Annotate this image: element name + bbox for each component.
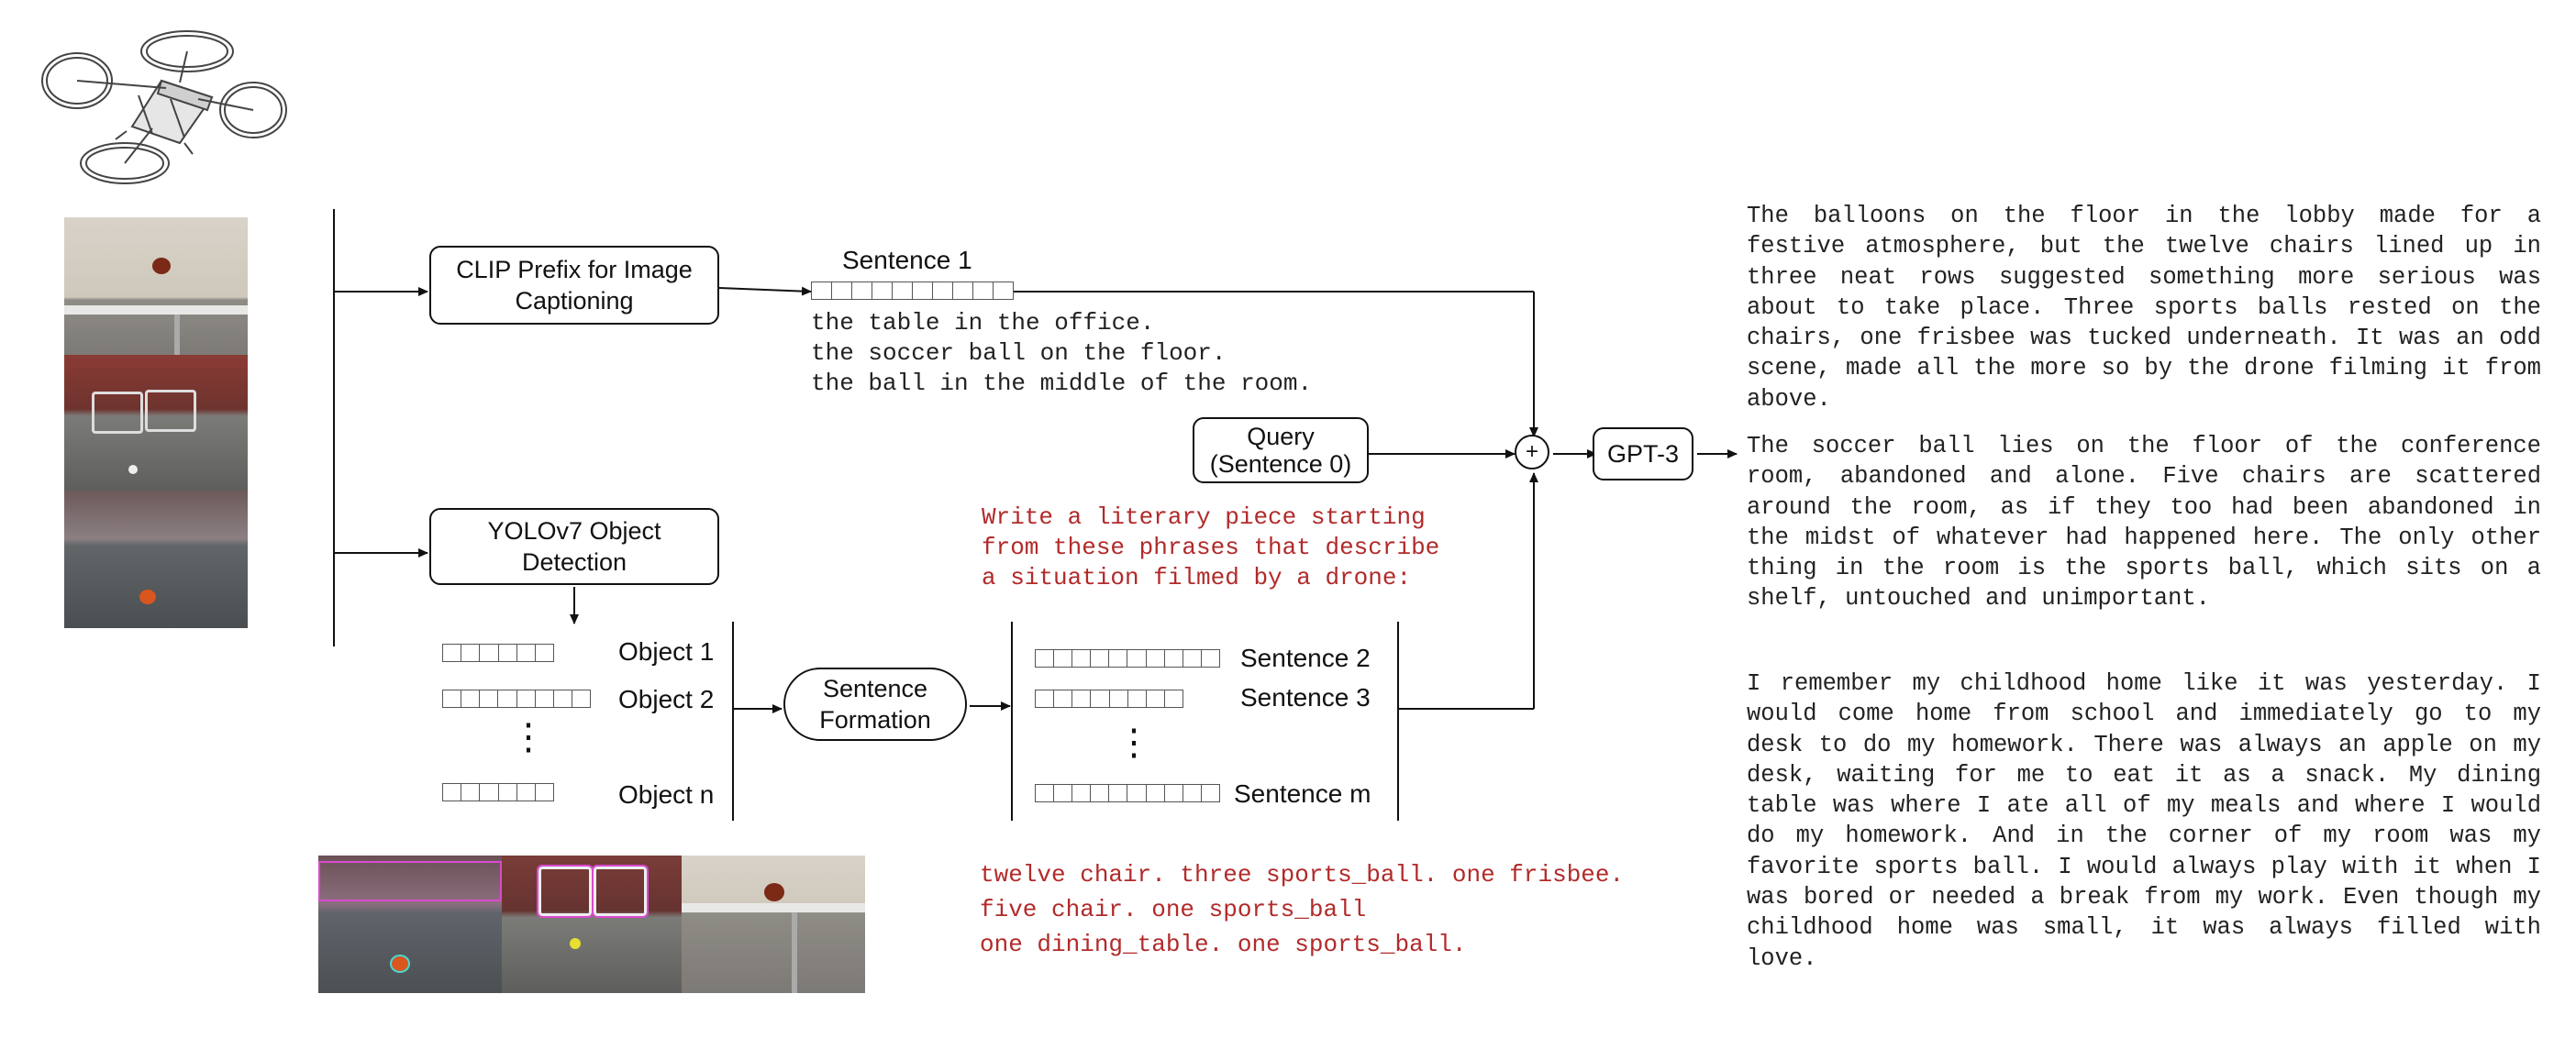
sentence-formation-box: Sentence Formation bbox=[783, 668, 967, 741]
sentence-3-tokens bbox=[1035, 690, 1183, 708]
story-2: The soccer ball lies on the floor of the… bbox=[1747, 433, 2541, 613]
sentence-2-tokens bbox=[1035, 649, 1220, 668]
detection-line-3: one dining_table. one sports_ball. bbox=[980, 931, 1467, 958]
detection-line-2: five chair. one sports_ball bbox=[980, 896, 1367, 923]
object-2-label: Object 2 bbox=[618, 685, 715, 713]
caption-1: the table in the office. bbox=[811, 309, 1155, 337]
prompt-line-2: from these phrases that describe bbox=[982, 534, 1440, 561]
prompt-line-3: a situation filmed by a drone: bbox=[982, 564, 1412, 591]
input-frame-office bbox=[64, 217, 248, 355]
sentence-3-label: Sentence 3 bbox=[1240, 683, 1371, 712]
detection-frame-chairs bbox=[502, 856, 682, 993]
object-n-label: Object n bbox=[618, 780, 715, 809]
gpt3-box: GPT-3 bbox=[1593, 427, 1693, 480]
sentence-vdots: ⋮ bbox=[1116, 723, 1152, 763]
object-n-tokens bbox=[442, 783, 554, 801]
detection-frame-office bbox=[682, 856, 865, 993]
story-1: The balloons on the floor in the lobby m… bbox=[1747, 203, 2541, 413]
yolov7-box: YOLOv7 Object Detection bbox=[429, 508, 719, 585]
sentence-1-tokens bbox=[811, 282, 1014, 300]
object-1-tokens bbox=[442, 644, 554, 662]
drone-icon bbox=[41, 30, 287, 184]
caption-2: the soccer ball on the floor. bbox=[811, 339, 1227, 367]
caption-3: the ball in the middle of the room. bbox=[811, 370, 1313, 397]
object-vdots: ⋮ bbox=[510, 717, 547, 757]
sentence-m-label: Sentence m bbox=[1234, 779, 1371, 808]
object-2-tokens bbox=[442, 690, 591, 708]
clip-prefix-box: CLIP Prefix for Image Captioning bbox=[429, 246, 719, 325]
detection-line-1: twelve chair. three sports_ball. one fri… bbox=[980, 861, 1625, 889]
input-frame-chairs bbox=[64, 355, 248, 491]
sentence-1-label: Sentence 1 bbox=[842, 246, 972, 274]
story-3: I remember my childhood home like it was… bbox=[1747, 670, 2541, 972]
sum-node: + bbox=[1515, 435, 1549, 469]
query-box: Query (Sentence 0) bbox=[1193, 417, 1369, 483]
input-frame-lobby bbox=[64, 491, 248, 628]
object-1-label: Object 1 bbox=[618, 637, 715, 666]
prompt-line-1: Write a literary piece starting bbox=[982, 503, 1426, 531]
sentence-m-tokens bbox=[1035, 784, 1220, 802]
detection-frame-lobby bbox=[318, 856, 502, 993]
sentence-2-label: Sentence 2 bbox=[1240, 644, 1371, 672]
